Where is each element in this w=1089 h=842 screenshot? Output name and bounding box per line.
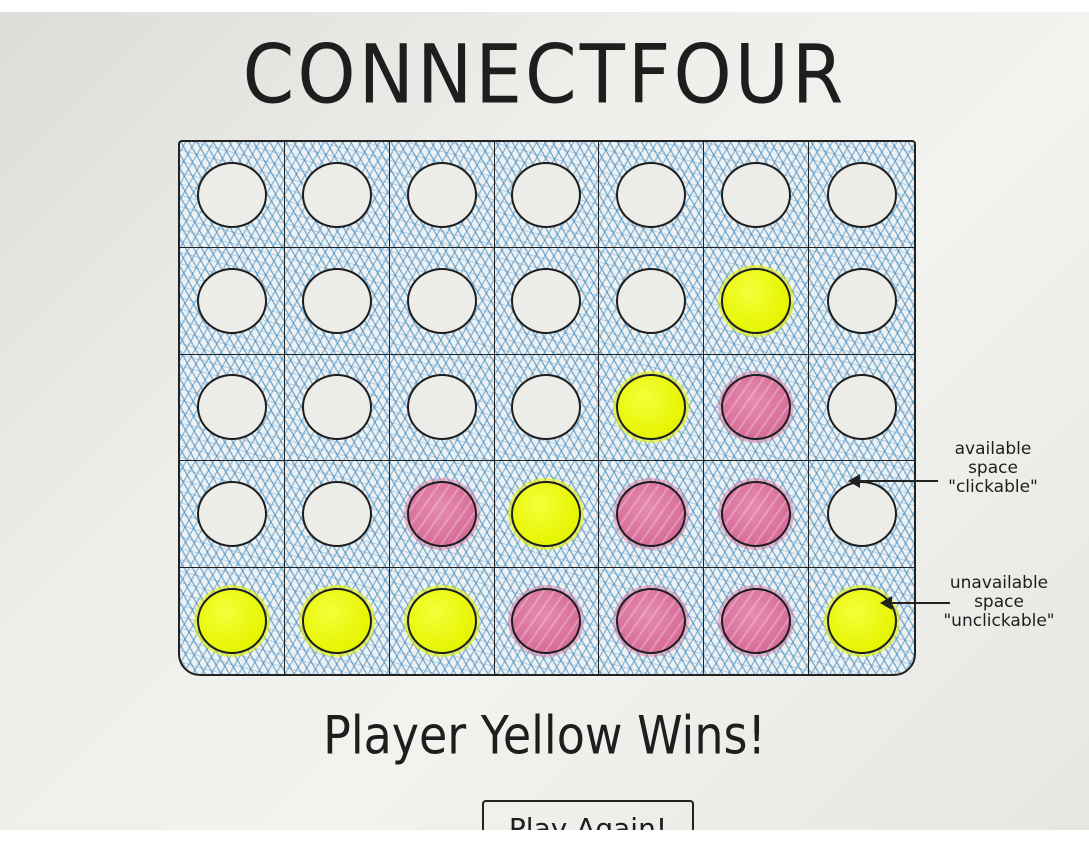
empty-slot[interactable] [406,374,477,441]
annotation-available-line: available [954,439,1032,459]
empty-slot[interactable] [616,268,687,335]
empty-slot[interactable] [406,268,477,335]
pink-disc [406,480,477,547]
board-cell-r2-c5[interactable] [599,248,705,355]
board-cell-r3-c2[interactable] [284,354,390,462]
yellow-disc [511,480,582,547]
empty-slot[interactable] [196,374,267,441]
board-cell-r4-c5 [599,461,705,568]
board-cell-r1-c7[interactable] [809,142,914,249]
board-cell-r4-c3 [389,461,495,568]
empty-slot[interactable] [196,480,267,547]
board-cell-r1-c3[interactable] [389,142,495,249]
board-cell-r3-c4[interactable] [494,354,600,462]
pink-disc [616,587,687,654]
pink-disc [616,480,687,547]
empty-slot[interactable] [721,161,792,228]
board-cell-r3-c7[interactable] [809,355,914,462]
yellow-disc [721,268,792,335]
board-cell-r2-c1[interactable] [180,248,285,355]
board-cell-r3-c6 [704,354,810,462]
pink-disc [511,587,582,654]
board-cell-r5-c5 [599,567,705,674]
arrow-unavailable [890,602,950,604]
paper-sheet: CONNECTFOUR available space "clickable" … [0,12,1089,830]
pink-disc [721,587,792,654]
yellow-disc [196,587,267,654]
board-cell-r4-c7[interactable] [809,461,914,568]
board-cell-r1-c1[interactable] [180,142,285,249]
board-cell-r5-c7 [809,568,914,674]
board-cell-r4-c6 [704,461,810,568]
yellow-disc [406,587,477,654]
board-cell-r1-c6[interactable] [704,142,810,249]
board-cell-r5-c2 [285,567,390,674]
empty-slot[interactable] [826,268,897,335]
board-cell-r3-c3[interactable] [389,354,495,462]
board-cell-r2-c4[interactable] [494,248,600,355]
empty-slot[interactable] [826,374,897,441]
empty-slot[interactable] [511,161,582,228]
empty-slot[interactable] [616,161,687,228]
annotation-available-line: "clickable" [948,477,1038,497]
pink-disc [721,480,792,547]
empty-slot[interactable] [511,374,582,441]
empty-slot[interactable] [196,268,267,335]
empty-slot[interactable] [301,161,372,228]
empty-slot[interactable] [511,268,582,335]
play-again-button[interactable]: Play Again! [482,800,694,830]
annotation-unavailable-line: "unclickable" [943,611,1055,631]
arrow-available [858,480,938,482]
annotation-available-line: space [968,458,1018,478]
game-board [178,140,916,676]
annotation-unavailable: unavailable space "unclickable" [924,574,1074,631]
board-cell-r3-c1[interactable] [180,354,285,462]
board-cell-r2-c3[interactable] [389,248,495,355]
annotation-unavailable-line: unavailable [949,573,1049,593]
empty-slot[interactable] [196,161,267,228]
board-cell-r1-c2[interactable] [284,142,390,249]
board-cell-r5-c4 [495,567,600,674]
board-cell-r1-c4[interactable] [494,142,600,249]
empty-slot[interactable] [301,480,372,547]
yellow-disc [616,374,687,441]
empty-slot[interactable] [301,374,372,441]
board-cell-r3-c5 [599,354,705,462]
empty-slot[interactable] [826,480,897,547]
empty-slot[interactable] [301,268,372,335]
board-cell-r5-c6 [704,567,810,674]
game-title: CONNECTFOUR [242,27,847,123]
board-cell-r4-c2[interactable] [284,461,390,568]
empty-slot[interactable] [406,161,477,228]
annotation-unavailable-line: space [974,592,1024,612]
arrow-available-head [848,474,860,488]
board-cell-r2-c7[interactable] [809,248,914,355]
board-cell-r5-c3 [390,567,495,674]
board-cell-r1-c5[interactable] [599,142,705,249]
arrow-unavailable-head [880,596,892,610]
board-cell-r4-c1[interactable] [180,461,285,568]
board-cell-r2-c2[interactable] [284,248,390,355]
annotation-available: available space "clickable" [918,440,1068,497]
pink-disc [721,374,792,441]
winner-message: Player Yellow Wins! [323,703,766,767]
board-cell-r4-c4 [494,461,600,568]
empty-slot[interactable] [826,161,897,228]
yellow-disc [301,587,372,654]
board-cell-r2-c6 [704,248,810,355]
board-cell-r5-c1 [180,567,285,674]
